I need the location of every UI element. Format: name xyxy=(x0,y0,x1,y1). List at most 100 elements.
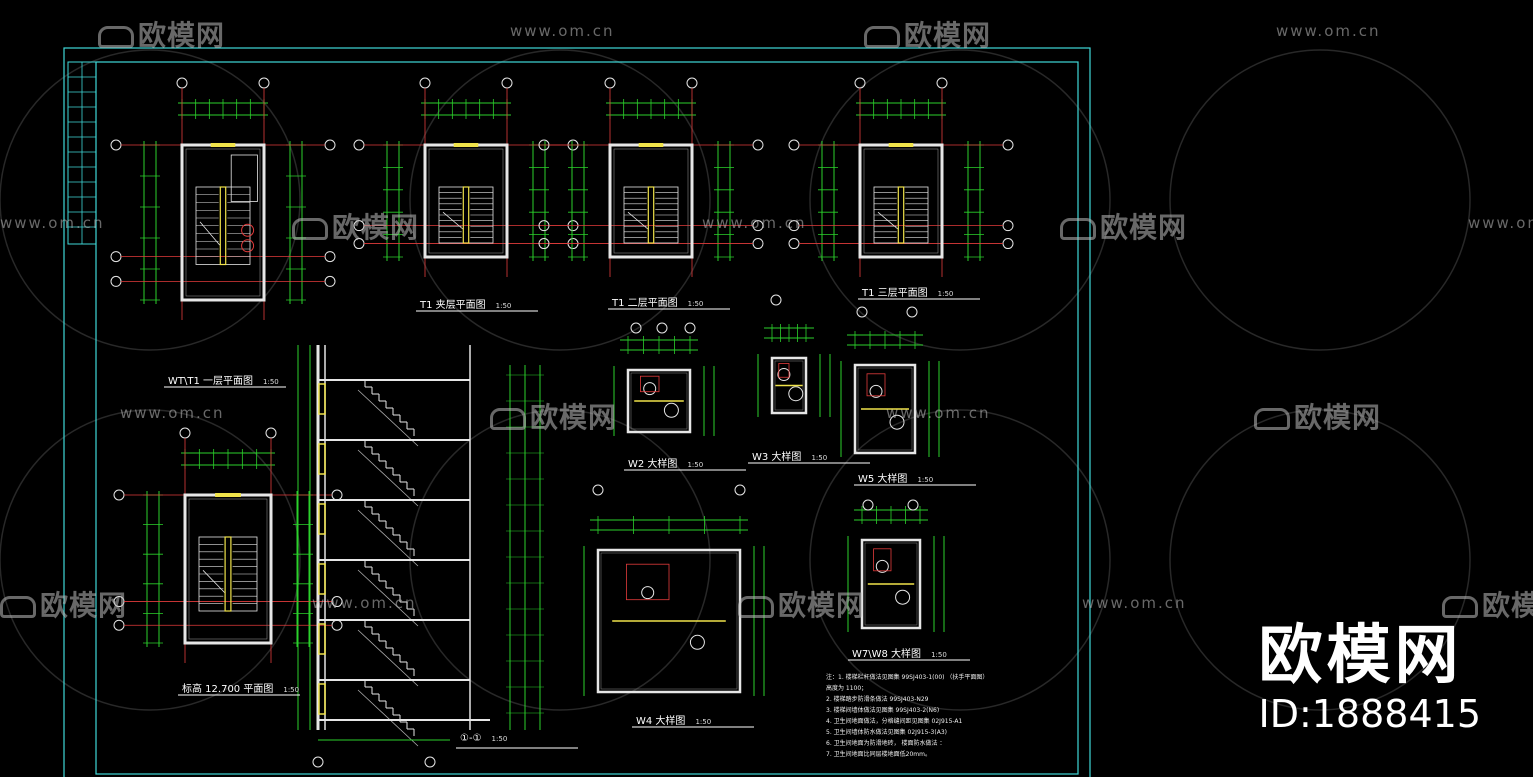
axis-bubble xyxy=(1002,238,1014,250)
detail-w3-inner xyxy=(774,360,804,411)
drawing-scale-text: 1:50 xyxy=(937,290,954,298)
note-line: 7. 卫生间地面比同层楼地面低20mm。 xyxy=(826,751,931,758)
drawing-title-text: W5 大样图 xyxy=(858,474,908,485)
axis-bubble xyxy=(110,275,122,287)
detail-w2-wall xyxy=(626,368,692,434)
axis-bubble xyxy=(856,306,868,318)
axis-bubble xyxy=(258,77,270,89)
wall-inner xyxy=(185,148,261,297)
stair-slab xyxy=(357,569,419,627)
note-line: 3. 楼梯间墙体做法见图集 99SJ403-2(N6) xyxy=(826,707,940,714)
axis-bubble xyxy=(113,619,125,631)
stair-slab xyxy=(357,509,419,567)
fixture xyxy=(641,586,655,600)
wall xyxy=(608,143,694,259)
wall-inner xyxy=(188,498,268,640)
section-window xyxy=(318,563,326,595)
brand-id: ID:1888415 xyxy=(1258,692,1481,736)
axis-bubble xyxy=(324,139,336,151)
detail-w7-wall xyxy=(860,538,922,630)
detail-w5-inner xyxy=(857,367,913,451)
stair-slab xyxy=(357,629,419,687)
wall xyxy=(183,493,273,645)
fixture-box xyxy=(640,375,660,393)
axis-bubble xyxy=(686,77,698,89)
axis-bubble xyxy=(752,238,764,250)
stair-handrail xyxy=(897,186,905,244)
drawing-title-text: T1 夹层平面图 xyxy=(420,300,486,311)
detail-w2-title: W2 大样图 1:50 xyxy=(628,455,703,470)
floor-plan-2-title: T1 夹层平面图 1:50 xyxy=(420,296,511,311)
drawing-scale-text: 1:50 xyxy=(687,300,704,308)
stair-handrail xyxy=(219,186,227,266)
axis-bubble xyxy=(788,139,800,151)
axis-bubble xyxy=(324,251,336,263)
floor-plan-4-title: T1 三层平面图 1:50 xyxy=(862,284,953,299)
fixture xyxy=(663,402,679,418)
axis-bubble xyxy=(331,596,343,608)
fixture-box xyxy=(626,563,670,601)
axis-bubble xyxy=(854,77,866,89)
axis-bubble xyxy=(110,139,122,151)
watermark-circle xyxy=(1169,409,1471,711)
axis-bubble xyxy=(1002,139,1014,151)
stair-arrow xyxy=(877,211,899,230)
drawing-scale-text: 1:50 xyxy=(263,378,279,386)
axis-bubble xyxy=(176,77,188,89)
fixture xyxy=(889,414,905,430)
axis-bubble xyxy=(788,238,800,250)
brand-block: 欧模网 ID:1888415 xyxy=(1258,620,1481,736)
axis-bubble xyxy=(324,275,336,287)
axis-bubble xyxy=(734,484,746,496)
fixture xyxy=(895,589,911,605)
drawing-scale-text: 1:50 xyxy=(917,476,934,484)
axis-bubble xyxy=(424,756,436,768)
note-line: 5. 卫生间墙体防水做法见图集 02J915-3(A3) xyxy=(826,729,947,736)
axis-bubble xyxy=(936,77,948,89)
stair-handrail xyxy=(462,186,470,244)
axis-bubble xyxy=(770,294,782,306)
fixture xyxy=(689,634,705,650)
drawing-scale-text: 1:50 xyxy=(695,718,712,726)
axis-bubble xyxy=(906,306,918,318)
axis-bubble xyxy=(312,756,324,768)
note-line: 2. 楼梯踏步防滑条做法 99SJ403-N29 xyxy=(826,696,929,703)
axis-bubble xyxy=(353,238,365,250)
brand-title: 欧模网 xyxy=(1258,619,1463,693)
drawing-scale-text: 1:50 xyxy=(491,735,508,743)
detail-w2-inner xyxy=(630,372,688,430)
drawing-title-text: W2 大样图 xyxy=(628,459,678,470)
section-window xyxy=(318,383,326,415)
axis-bubble xyxy=(684,322,696,334)
axis-bubble xyxy=(752,220,764,232)
drawing-scale-text: 1:50 xyxy=(931,651,947,659)
fixture-box xyxy=(873,548,892,572)
axis-bubble xyxy=(265,427,277,439)
stair-slab xyxy=(357,689,419,747)
outer-frame xyxy=(63,47,1091,777)
stair-slab xyxy=(357,449,419,507)
fixture xyxy=(869,384,883,398)
detail-w3-wall xyxy=(770,356,808,415)
watermark-circle xyxy=(0,409,301,711)
detail-w5-wall xyxy=(853,363,917,455)
drawing-title-text: 标高 12.700 平面图 xyxy=(182,684,274,695)
axis-bubble xyxy=(331,489,343,501)
fixture xyxy=(875,559,889,573)
drawing-scale-text: 1:50 xyxy=(687,461,704,469)
note-line: 4. 卫生间地面做法，分格缝间距见图集 02J915-A1 xyxy=(826,718,963,725)
section-window xyxy=(318,683,326,715)
stair-handrail xyxy=(647,186,655,244)
drawing-title-text: T1 三层平面图 xyxy=(862,288,928,299)
fixture xyxy=(777,368,791,381)
drawing-scale-text: 1:50 xyxy=(495,302,512,310)
wall-inner xyxy=(613,148,689,254)
watermark-circle xyxy=(0,49,301,351)
axis-bubble xyxy=(179,427,191,439)
stair-slab xyxy=(357,389,419,447)
axis-bubble xyxy=(907,499,919,511)
axis-bubble xyxy=(1002,220,1014,232)
note-line: 6. 卫生间地面为防滑地砖， 楼面防水做法 ： xyxy=(826,740,946,747)
